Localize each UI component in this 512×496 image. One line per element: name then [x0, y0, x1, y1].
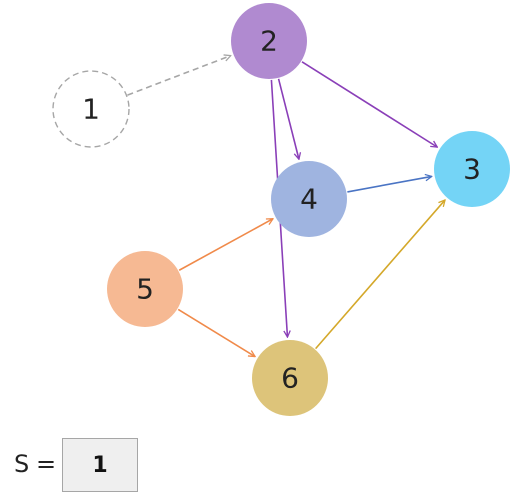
node-5-circle	[107, 251, 183, 327]
node-6[interactable]: 6	[252, 340, 328, 416]
graph-diagram: 1 2 3 4 5 6	[52, 3, 510, 416]
edge-6-to-3	[315, 200, 445, 350]
edge-4-to-3	[347, 176, 431, 193]
node-1[interactable]: 1	[52, 70, 130, 148]
node-1-label: 1	[82, 93, 100, 126]
edge-5-to-4	[178, 218, 273, 271]
node-5-label: 5	[136, 273, 154, 306]
edge-2-to-3	[301, 61, 437, 147]
set-value: 1	[92, 452, 108, 478]
node-5[interactable]: 5	[107, 251, 183, 327]
node-6-circle	[252, 340, 328, 416]
node-4-circle	[271, 161, 347, 237]
edge-1-to-2	[127, 56, 230, 96]
equals-sign: =	[36, 450, 57, 478]
node-6-label: 6	[281, 362, 299, 395]
node-3[interactable]: 3	[434, 131, 510, 207]
node-4-label: 4	[300, 183, 318, 216]
nodes-layer: 1 2 3 4 5 6	[52, 3, 510, 416]
set-label: S	[14, 450, 30, 478]
node-2-label: 2	[260, 25, 278, 58]
node-3-circle	[434, 131, 510, 207]
node-2[interactable]: 2	[231, 3, 307, 79]
node-4[interactable]: 4	[271, 161, 347, 237]
node-3-label: 3	[463, 153, 481, 186]
edge-5-to-6	[177, 308, 255, 356]
set-value-box: 1	[62, 438, 138, 492]
node-1-circle	[52, 70, 130, 148]
node-2-circle	[231, 3, 307, 79]
edge-2-to-4	[277, 78, 299, 159]
